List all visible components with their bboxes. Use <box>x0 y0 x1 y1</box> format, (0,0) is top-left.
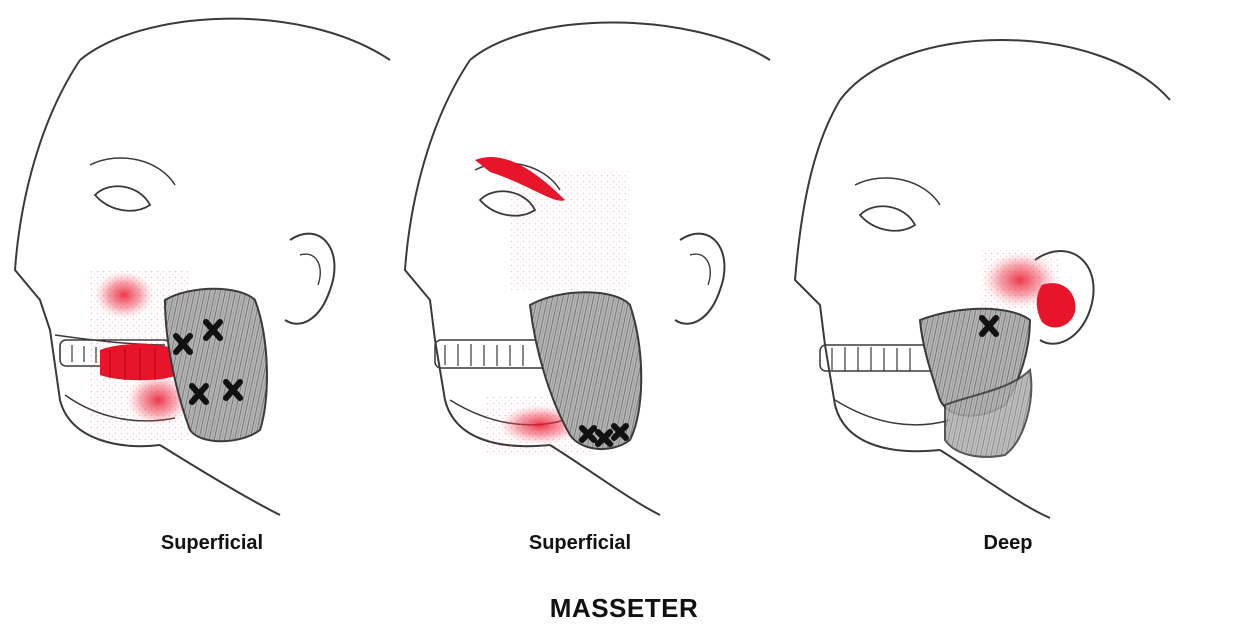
caption-superficial-2: Superficial <box>460 532 700 555</box>
panel-superficial-1 <box>0 0 400 520</box>
head-diagram-3 <box>780 0 1180 520</box>
head-diagram-2 <box>390 0 790 520</box>
panel-deep <box>780 0 1180 520</box>
caption-superficial-1: Superficial <box>92 532 332 555</box>
head-diagram-1 <box>0 0 400 520</box>
caption-deep: Deep <box>888 532 1128 555</box>
panel-superficial-2 <box>390 0 790 520</box>
figure-title: MASSETER <box>444 593 804 624</box>
